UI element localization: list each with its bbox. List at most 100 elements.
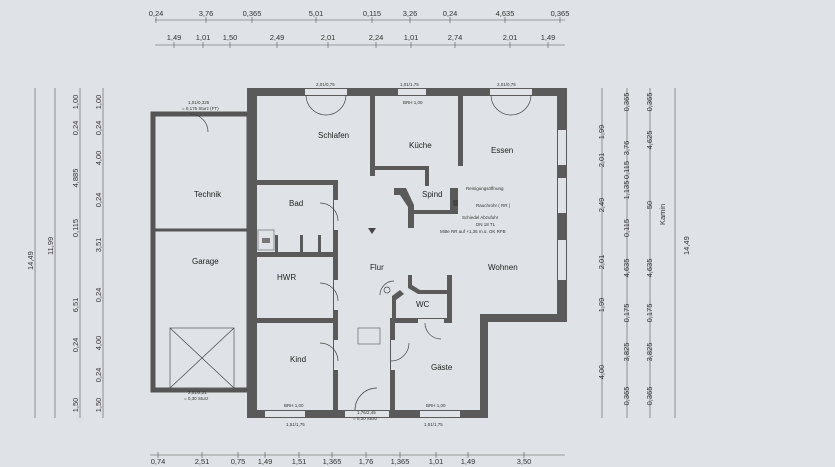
- note-reinigung: Reinigungsöffnung: [466, 186, 504, 191]
- room-gaeste: Gäste: [431, 363, 453, 372]
- note-brh-kueche: BRH 1,00: [403, 100, 423, 105]
- top-dims-row2-label: 1,01: [404, 33, 419, 42]
- note-tech-win: 1,01/0,325: [188, 100, 210, 105]
- note-dn: DN 18 TL: [476, 222, 496, 227]
- right-kamin: Kamin: [658, 204, 667, 225]
- top-dims-row1-label: 3,76: [199, 9, 214, 18]
- top-dims-row1-label: 0,365: [243, 9, 262, 18]
- note-win-schlafen: 2,01/0,75: [316, 82, 335, 87]
- bottom-dims-label: 1,365: [323, 457, 342, 466]
- left-dimension-chain: 14,49 11,99 1,000,244,8850,1156,510,241,…: [26, 88, 104, 418]
- room-schlafen: Schlafen: [318, 131, 349, 140]
- bottom-dims-label: 1,49: [258, 457, 273, 466]
- top-dims-row2-label: 1,49: [541, 33, 556, 42]
- bottom-dims-label: 0,75: [231, 457, 246, 466]
- bottom-dims-label: 3,50: [517, 457, 532, 466]
- note-mitte: Mitte RR auf +1,35 m.ü. OK RFB: [440, 229, 506, 234]
- top-dims-row2-label: 2,49: [270, 33, 285, 42]
- right-total: 14,49: [682, 236, 691, 255]
- note-garage-door: 2,51/2,21: [188, 390, 207, 395]
- right-col3-label: 50: [645, 201, 654, 209]
- left-col2-label: 0,24: [94, 193, 103, 208]
- room-wc: WC: [416, 300, 430, 309]
- left-col1-label: 1,50: [71, 398, 80, 413]
- room-wohnen: Wohnen: [488, 263, 518, 272]
- note-brh-kind: BRH 1,00: [284, 403, 304, 408]
- right-col2-label: 4,635: [622, 259, 631, 278]
- left-col2-label: 4,00: [94, 151, 103, 166]
- room-kueche: Küche: [409, 141, 432, 150]
- room-kind: Kind: [290, 355, 306, 364]
- right-col1-label: 1,99: [597, 298, 606, 313]
- right-col2-label: 3,825: [622, 343, 631, 362]
- right-col3-label: 4,625: [645, 131, 654, 150]
- right-col1-label: 4,00: [597, 365, 606, 380]
- right-col2-label: 3,76: [622, 141, 631, 156]
- left-col1-label: 0,24: [71, 121, 80, 136]
- room-essen: Essen: [491, 146, 513, 155]
- house-walls: [247, 88, 567, 418]
- room-labels: Schlafen Küche Essen Technik Bad Spind G…: [192, 131, 518, 372]
- right-col2-label: 0,365: [622, 93, 631, 112]
- right-col1-label: 2,49: [597, 198, 606, 213]
- left-col2-label: 3,51: [94, 238, 103, 253]
- left-col2-label: 0,24: [94, 121, 103, 136]
- right-col2-label: 0,115: [622, 219, 631, 237]
- left-col2-label: 4,00: [94, 336, 103, 351]
- note-garage-door2: = 0,30 Sturz: [184, 396, 209, 401]
- note-entry-door: 1,76/2,45: [357, 410, 376, 415]
- room-technik: Technik: [194, 190, 222, 199]
- right-col2-label: 0,365: [622, 387, 631, 406]
- left-col1-label: 0,24: [71, 338, 80, 353]
- left-col1-label: 1,00: [71, 95, 80, 110]
- right-col3-label: 3,825: [645, 343, 654, 362]
- room-bad: Bad: [289, 199, 303, 208]
- note-tech-win2: = 0,175 Sturz (FT): [182, 106, 219, 111]
- left-col1-label: 0,115: [71, 219, 80, 237]
- right-col3-label: 0,365: [645, 93, 654, 112]
- right-col2-label: 1,135: [622, 181, 631, 200]
- note-schiedel: Schiedel Abzufuhr: [462, 215, 499, 220]
- top-dims-row2-label: 1,01: [196, 33, 211, 42]
- fixtures: [257, 200, 458, 345]
- bottom-dims-label: 1,51: [292, 457, 307, 466]
- top-dims-row1-label: 0,24: [149, 9, 164, 18]
- right-col3-label: 4,635: [645, 259, 654, 278]
- top-dims-row1-label: 0,24: [443, 9, 458, 18]
- right-dimension-chain: 1,99 2,01 2,49 2,01 1,99 4,00 0,365 3,76 0,115 1…: [597, 88, 691, 418]
- right-col1-label: 2,01: [597, 255, 606, 270]
- left-col2-label: 1,00: [94, 95, 103, 110]
- left-col1-label: 6,51: [71, 298, 80, 313]
- top-dims-row1-label: 0,115: [363, 9, 381, 18]
- left-col1-label: 4,885: [71, 169, 80, 188]
- top-dims-row2-label: 1,50: [223, 33, 238, 42]
- top-dims-row1-label: 0,365: [551, 9, 570, 18]
- top-dims-row2-label: 2,01: [503, 33, 518, 42]
- right-col2-label: 0,115: [622, 161, 631, 179]
- room-garage: Garage: [192, 257, 219, 266]
- bottom-dims-label: 2,51: [195, 457, 210, 466]
- door-swings: [305, 94, 532, 411]
- left-total-1: 14,49: [26, 251, 35, 270]
- right-col3-label: 0,175: [645, 304, 654, 323]
- room-flur: Flur: [370, 263, 384, 272]
- bottom-dims-label: 1,76: [359, 457, 374, 466]
- right-col1-label: 2,01: [597, 153, 606, 168]
- left-col2-label: 0,24: [94, 288, 103, 303]
- room-spind: Spind: [422, 190, 442, 199]
- top-dims-row2-label: 2,24: [369, 33, 384, 42]
- top-dims-row1-label: 3,26: [403, 9, 418, 18]
- right-col1-label: 1,99: [597, 125, 606, 140]
- room-hwr: HWR: [277, 273, 296, 282]
- top-dims-row2-label: 1,49: [167, 33, 182, 42]
- top-dims-row2-label: 2,74: [448, 33, 463, 42]
- bottom-dims-label: 1,49: [461, 457, 476, 466]
- note-entry-door2: = 0,30 Sturz: [353, 416, 378, 421]
- left-col2-label: 1,50: [94, 398, 103, 413]
- note-win-kueche: 1,01/1,75: [400, 82, 419, 87]
- right-col3-label: 0,365: [645, 387, 654, 406]
- annotations: 2,01/0,75 1,01/1,75 BRH 1,00 2,01/0,75 1…: [182, 82, 516, 427]
- top-dims-row1-label: 4,635: [496, 9, 515, 18]
- left-col2-label: 0,24: [94, 368, 103, 383]
